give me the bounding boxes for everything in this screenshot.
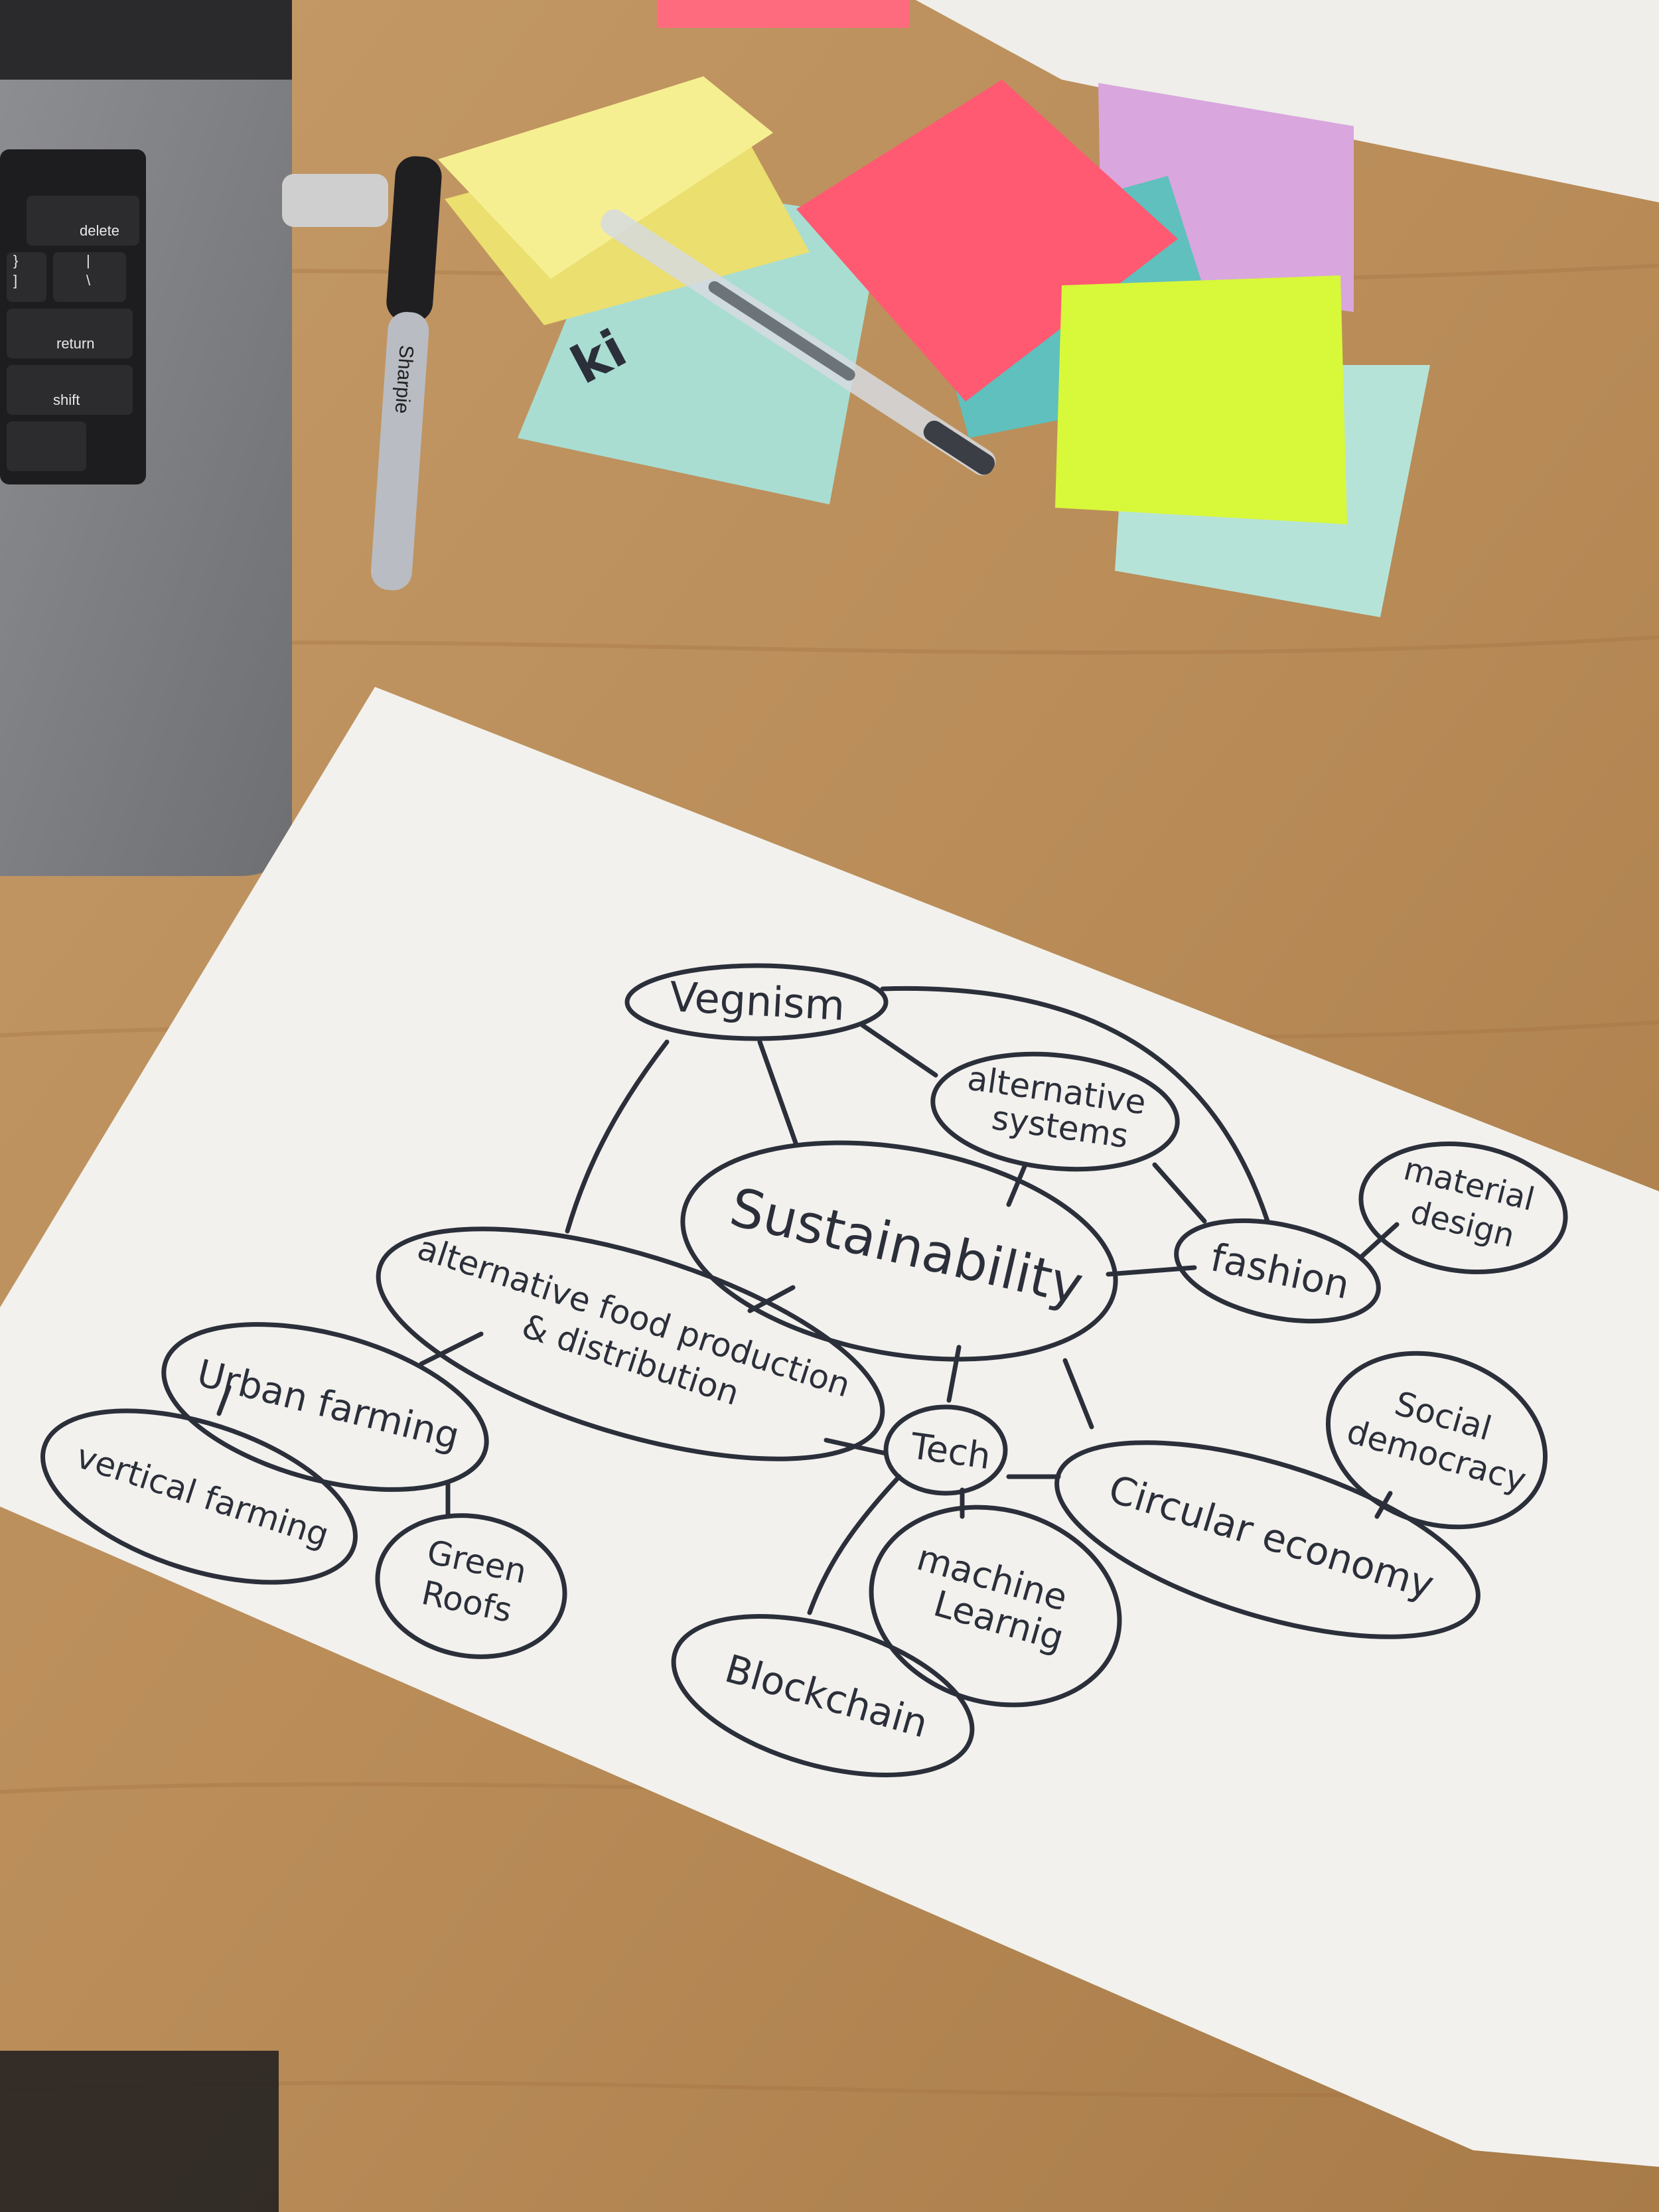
key-backslash: \ <box>86 272 91 289</box>
usb-adapter <box>282 174 388 227</box>
key-bracket: ] <box>13 272 17 289</box>
key-brace: } <box>13 252 18 269</box>
note-lime <box>1055 275 1347 524</box>
laptop-screen-edge <box>0 0 292 80</box>
key-delete: delete <box>80 222 119 239</box>
top-pink-note <box>657 0 909 28</box>
label-veganism: Vegnism <box>668 972 846 1030</box>
desk-shadow <box>0 2051 279 2212</box>
key-pipe: | <box>86 252 90 269</box>
key-shift: shift <box>53 392 80 408</box>
key-return: return <box>56 335 94 352</box>
